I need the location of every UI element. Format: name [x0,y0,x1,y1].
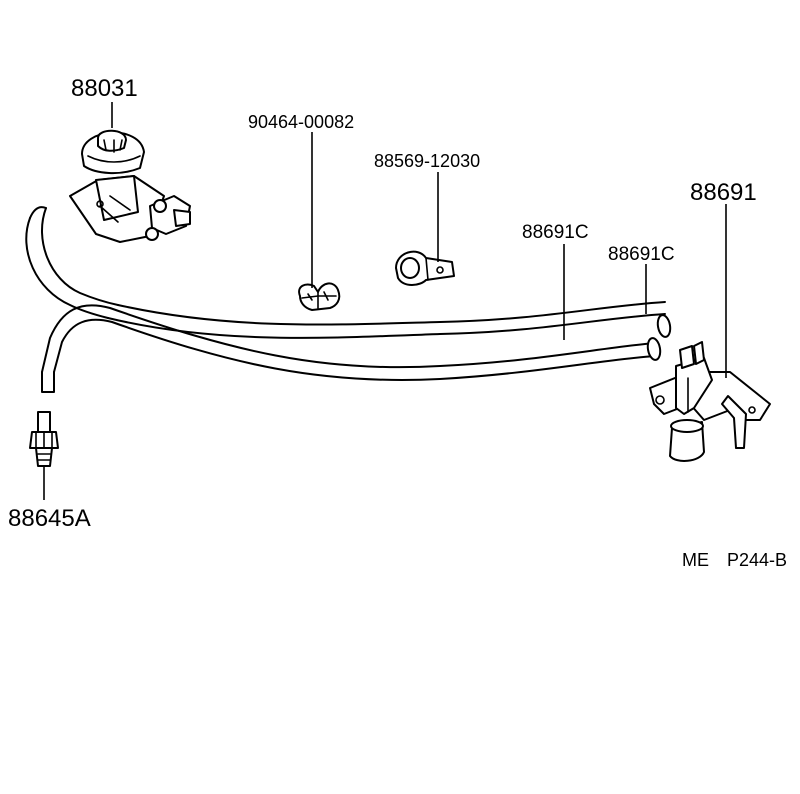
label-hose-c-2: 88691C [608,244,675,265]
reference-code-b: P244-B [727,550,787,570]
left-hose [25,206,119,319]
main-hose-lower [41,304,662,393]
label-clip: 90464-00082 [248,112,354,132]
egr-valve[interactable] [69,129,191,243]
label-hose-c-1: 88691C [522,222,589,243]
hose-clip[interactable] [298,282,341,311]
vacuum-sensor[interactable] [29,411,59,467]
vacuum-switching-valve[interactable] [649,341,771,462]
reference-code-a: ME [682,550,709,570]
label-egr-valve: 88031 [71,75,138,102]
label-sensor: 88645A [8,505,91,532]
label-vsv: 88691 [690,179,757,206]
hose-clamp[interactable] [395,250,455,286]
main-hose-upper [107,301,672,339]
label-clamp: 88569-12030 [374,151,480,171]
